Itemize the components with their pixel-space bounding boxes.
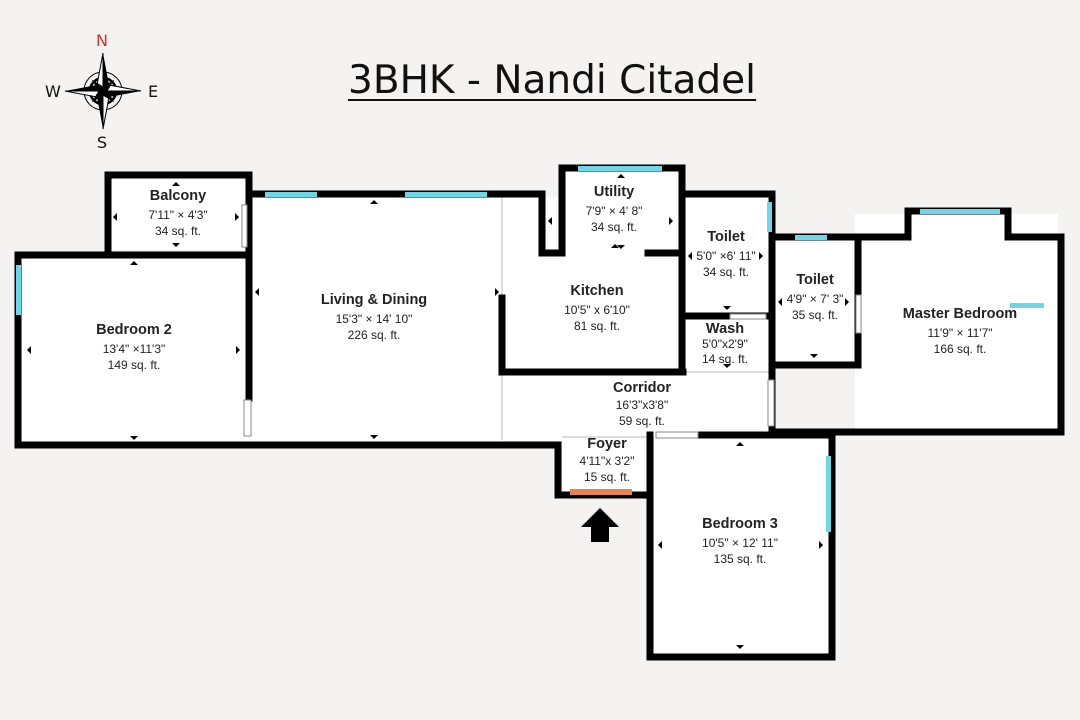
room-dims: 7'11" × 4'3": [148, 208, 208, 222]
room-name: Kitchen: [570, 283, 624, 299]
wall-balcony: [104, 171, 253, 259]
floor-utility: [560, 170, 680, 252]
room-name: Toilet: [796, 272, 834, 288]
window-toilet1: [767, 202, 772, 232]
room-area: 35 sq. ft.: [791, 308, 839, 322]
room-dims: 13'4" ×11'3": [102, 342, 166, 356]
door-wash: [729, 313, 767, 320]
room-area: 135 sq. ft.: [713, 552, 767, 566]
door-balcony: [241, 204, 248, 248]
door-corridor-right: [767, 379, 775, 427]
window-living-1: [265, 192, 317, 197]
room-area: 34 sq. ft.: [702, 265, 750, 279]
room-dims: 5'0"x2'9": [702, 337, 748, 351]
room-area: 14 sq. ft.: [701, 352, 749, 366]
door-bedroom3: [655, 431, 699, 439]
wall-markers: [27, 174, 849, 649]
room-name: Bedroom 2: [96, 322, 172, 338]
floor-living: [246, 197, 502, 442]
room-area: 34 sq. ft.: [590, 220, 638, 234]
room-area: 15 sq. ft.: [583, 470, 631, 484]
room-dims: 7'9" × 4' 8": [585, 204, 643, 218]
window-bedroom3: [826, 456, 831, 532]
room-area: 34 sq. ft.: [154, 224, 202, 238]
window-living-2: [405, 192, 487, 197]
compass-rose-icon: [64, 52, 142, 130]
wall-toilet2: [768, 233, 862, 369]
door-bedroom2: [243, 399, 252, 437]
page-title: 3BHK - Nandi Citadel: [348, 58, 756, 103]
floor-corridor: [502, 371, 775, 441]
room-label-bedroom3: Bedroom 3 10'5" × 12' 11" 135 sq. ft.: [702, 516, 778, 567]
room-label-foyer: Foyer 4'11"x 3'2" 15 sq. ft.: [580, 436, 635, 485]
floor-bedroom2: [22, 259, 246, 442]
room-label-corridor: Corridor 16'3"x3'8" 59 sq. ft.: [613, 380, 671, 429]
door-openings: [241, 204, 862, 439]
room-dims: 4'11"x 3'2": [579, 454, 635, 468]
room-dims: 10'5" x 6'10": [564, 303, 630, 317]
door-toilet2: [855, 294, 862, 334]
room-name: Foyer: [587, 436, 627, 452]
floor-wash: [682, 318, 770, 371]
room-dims: 10'5" × 12' 11": [702, 536, 778, 550]
window-toilet2: [795, 235, 827, 240]
floor-bedroom3: [652, 437, 829, 655]
room-name: Master Bedroom: [902, 306, 1018, 322]
wall-kitchen-left: [498, 294, 687, 376]
compass-south-label: S: [97, 133, 108, 152]
room-label-toilet2: Toilet 4'9" × 7' 3" 35 sq. ft.: [787, 272, 844, 323]
room-dims: 16'3"x3'8": [615, 398, 669, 412]
wall-bedroom2: [14, 251, 562, 449]
room-name: Utility: [593, 184, 635, 200]
room-area: 59 sq. ft.: [618, 414, 666, 428]
windows: [16, 166, 1044, 532]
room-floors: [22, 170, 1058, 655]
room-dims: 15'3" × 14' 10": [335, 312, 413, 326]
window-utility: [578, 166, 662, 171]
entry-arrow-icon: [581, 508, 619, 542]
room-dims: 4'9" × 7' 3": [786, 292, 844, 306]
room-dims: 5'0" ×6' 11": [696, 249, 756, 263]
room-label-master: Master Bedroom 11'9" × 11'7" 166 sq. ft.: [903, 306, 1017, 357]
floor-toilet2: [773, 240, 855, 362]
window-master-ac: [1010, 303, 1044, 308]
room-name: Living & Dining: [320, 292, 428, 308]
room-label-balcony: Balcony 7'11" × 4'3" 34 sq. ft.: [148, 188, 207, 239]
walls: [14, 164, 1065, 661]
room-label-wash: Wash 5'0"x2'9" 14 sq. ft.: [702, 321, 748, 367]
compass-north-label: N: [96, 31, 108, 50]
entry-door: [570, 489, 632, 495]
room-name: Balcony: [149, 188, 207, 204]
room-area: 166 sq. ft.: [933, 342, 987, 356]
room-area: 149 sq. ft.: [107, 358, 161, 372]
room-label-bedroom2: Bedroom 2 13'4" ×11'3" 149 sq. ft.: [96, 322, 172, 373]
floor-master: [855, 214, 1058, 432]
wall-master: [768, 207, 1065, 436]
room-label-toilet1: Toilet 5'0" ×6' 11" 34 sq. ft.: [696, 229, 755, 280]
compass-west-label: W: [45, 82, 61, 101]
wall-bedroom3: [646, 431, 836, 661]
room-label-utility: Utility 7'9" × 4' 8" 34 sq. ft.: [586, 184, 643, 235]
floor-foyer: [562, 437, 648, 493]
room-name: Corridor: [613, 380, 671, 396]
room-area: 81 sq. ft.: [573, 319, 621, 333]
room-name: Bedroom 3: [702, 516, 778, 532]
room-name: Toilet: [707, 229, 745, 245]
room-area: 226 sq. ft.: [347, 328, 401, 342]
room-name: Wash: [705, 321, 745, 337]
window-master-top: [920, 209, 1000, 214]
floor-balcony: [111, 178, 245, 250]
room-label-kitchen: Kitchen 10'5" x 6'10" 81 sq. ft.: [564, 283, 630, 334]
window-bedroom2: [16, 265, 21, 315]
room-dims: 11'9" × 11'7": [927, 326, 993, 340]
floor-toilet1: [682, 196, 770, 314]
room-label-living: Living & Dining 15'3" × 14' 10" 226 sq. …: [321, 292, 427, 343]
compass-east-label: E: [148, 82, 159, 101]
